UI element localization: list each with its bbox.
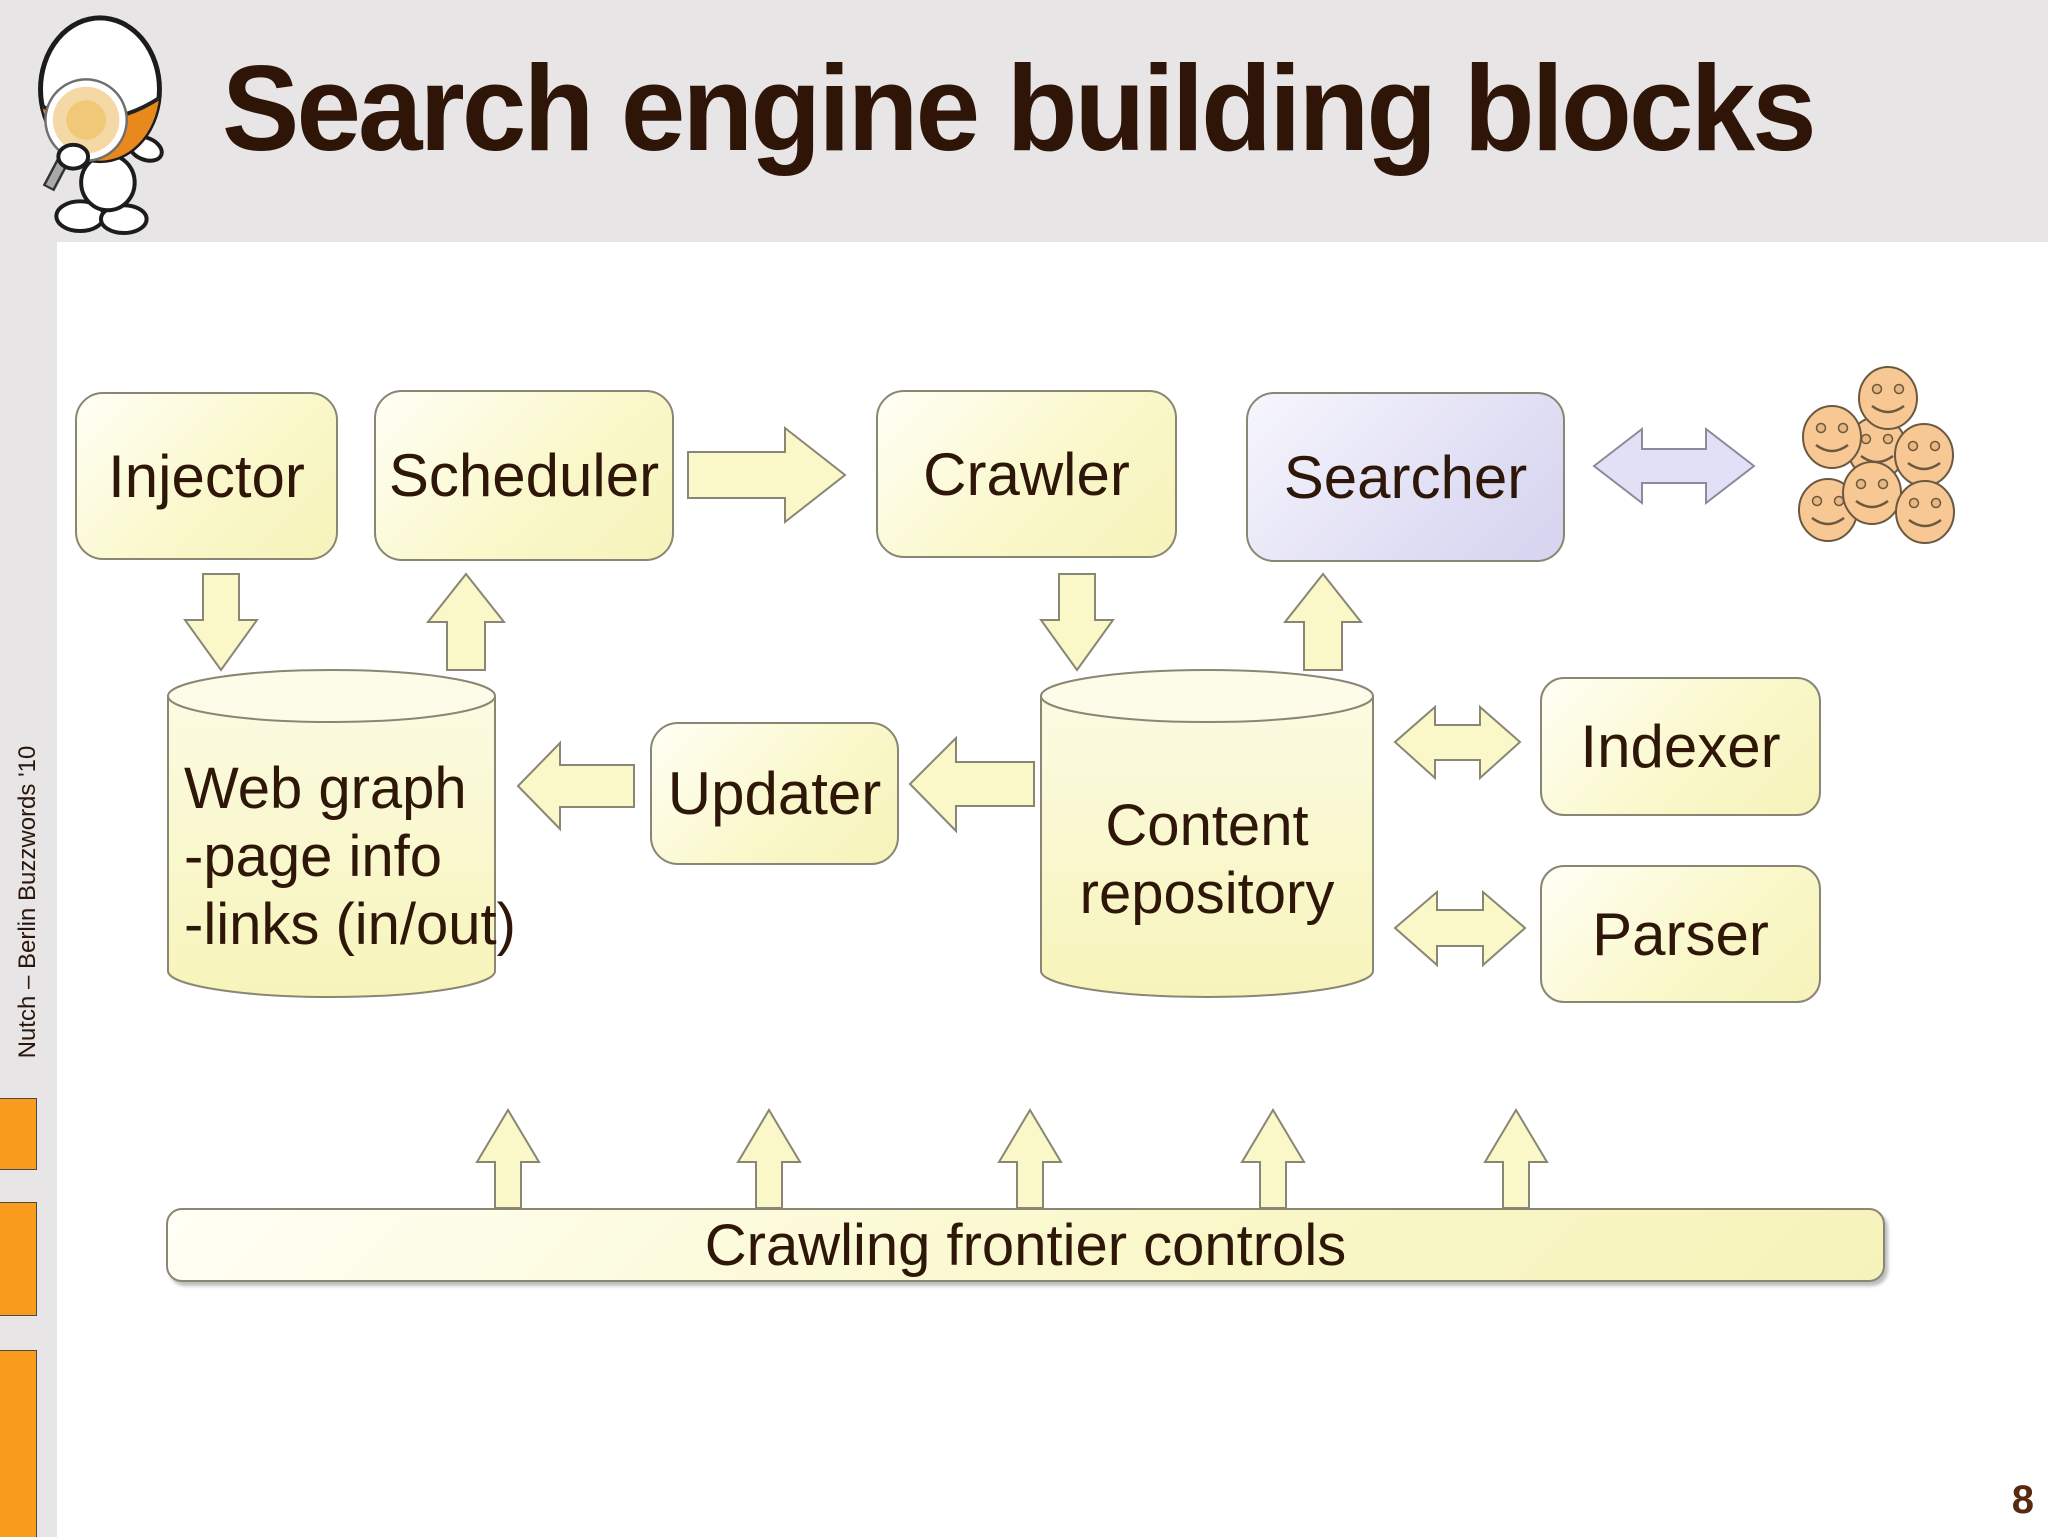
arrow-repository-parser-bidirectional bbox=[1393, 889, 1527, 968]
smiley-face bbox=[1894, 423, 1954, 487]
smiley-face bbox=[1802, 405, 1862, 469]
content-repository-label-line2: repository bbox=[1080, 861, 1335, 926]
arrow-injector-to-webgraph bbox=[183, 573, 259, 672]
webgraph-database: Web graph -page info -links (in/out) bbox=[167, 669, 516, 998]
node-crawler: Crawler bbox=[876, 390, 1177, 558]
node-searcher: Searcher bbox=[1246, 392, 1565, 562]
header-band: Search engine building blocks bbox=[0, 0, 2048, 242]
node-updater-label: Updater bbox=[667, 760, 882, 827]
sidebar: Nutch – Berlin Buzzwords '10 bbox=[0, 242, 57, 1537]
arrow-frontier-up-4 bbox=[1240, 1108, 1306, 1209]
sidebar-orange-marker bbox=[0, 1202, 37, 1316]
content-repository-label-line1: Content bbox=[1105, 793, 1308, 858]
node-scheduler-label: Scheduler bbox=[388, 442, 660, 509]
node-scheduler: Scheduler bbox=[374, 390, 674, 561]
node-injector-label: Injector bbox=[108, 442, 305, 510]
arrow-frontier-up-3 bbox=[997, 1108, 1063, 1209]
webgraph-label-line2: -page info bbox=[184, 824, 442, 889]
arrow-searcher-users-bidirectional bbox=[1592, 426, 1756, 506]
node-crawler-label: Crawler bbox=[923, 440, 1130, 508]
node-parser: Parser bbox=[1540, 865, 1821, 1003]
arrow-webgraph-to-scheduler bbox=[425, 572, 507, 671]
arrow-repository-to-updater bbox=[908, 735, 1035, 834]
arrow-scheduler-to-crawler bbox=[687, 425, 847, 525]
nutch-mascot-icon bbox=[38, 15, 164, 236]
arrow-repository-indexer-bidirectional bbox=[1393, 704, 1522, 781]
node-crawling-frontier-controls: Crawling frontier controls bbox=[166, 1208, 1885, 1282]
frontier-label: Crawling frontier controls bbox=[704, 1212, 1347, 1278]
arrow-crawler-to-repository bbox=[1039, 573, 1115, 672]
node-indexer-label: Indexer bbox=[1580, 713, 1781, 780]
node-indexer: Indexer bbox=[1540, 677, 1821, 816]
arrow-frontier-up-5 bbox=[1483, 1108, 1549, 1209]
page-title: Search engine building blocks bbox=[222, 40, 1817, 176]
webgraph-label-line1: Web graph bbox=[184, 756, 467, 821]
smiley-face bbox=[1858, 366, 1918, 430]
arrow-updater-to-webgraph bbox=[516, 740, 635, 832]
node-parser-label: Parser bbox=[1592, 900, 1769, 968]
page-number: 8 bbox=[2011, 1478, 2034, 1522]
arrow-repository-to-searcher bbox=[1282, 572, 1364, 671]
users-smiley-cluster-icon bbox=[1798, 366, 1955, 544]
node-injector: Injector bbox=[75, 392, 338, 560]
smiley-face bbox=[1895, 480, 1955, 544]
sidebar-orange-marker bbox=[0, 1350, 37, 1537]
sidebar-orange-marker bbox=[0, 1098, 37, 1170]
arrow-frontier-up-2 bbox=[736, 1108, 802, 1209]
node-searcher-label: Searcher bbox=[1283, 443, 1528, 511]
smiley-face bbox=[1842, 461, 1902, 525]
node-updater: Updater bbox=[650, 722, 899, 865]
content-repository-database: Content repository bbox=[1040, 669, 1374, 998]
webgraph-label-line3: -links (in/out) bbox=[184, 892, 516, 957]
arrow-frontier-up-1 bbox=[475, 1108, 541, 1209]
